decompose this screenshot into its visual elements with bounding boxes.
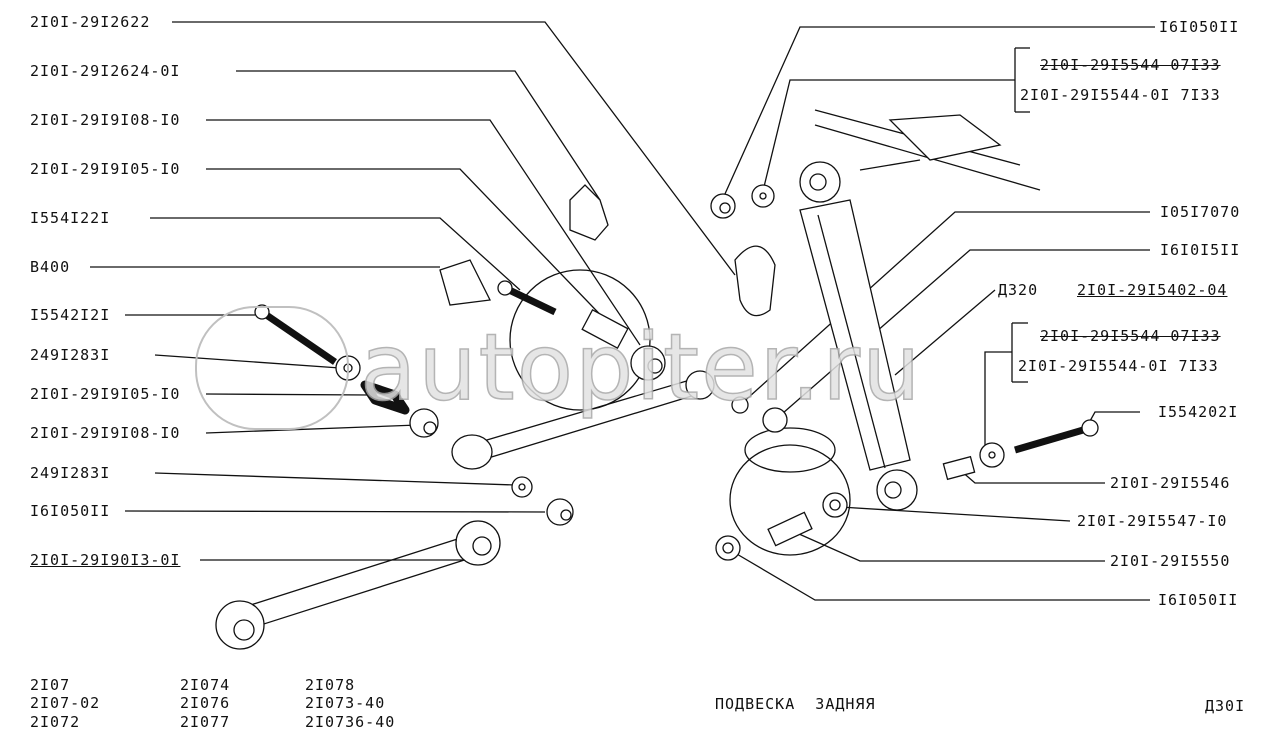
part-label[interactable]: I5542I2I <box>30 306 111 324</box>
part-label-assembly[interactable]: 2I0I-29I5402-04 <box>1077 281 1228 299</box>
watermark-logo <box>195 306 349 430</box>
model-code: 2I076 <box>180 694 231 712</box>
part-label-obsolete[interactable]: 2I0I-29I5544 07I33 <box>1040 56 1221 74</box>
upper-rod <box>451 370 715 470</box>
model-code: 2I07 <box>30 676 71 694</box>
model-code: 2I074 <box>180 676 231 694</box>
page-code: Д30I <box>1205 697 1246 715</box>
model-code: 2I07-02 <box>30 694 101 712</box>
part-label[interactable]: I6I050II <box>1158 591 1239 609</box>
part-label[interactable]: 249I283I <box>30 464 111 482</box>
frame-bracket <box>814 109 1041 191</box>
model-code: 2I078 <box>305 676 356 694</box>
part-label[interactable]: 2I0I-29I5550 <box>1110 552 1231 570</box>
watermark: autopiter.ru <box>359 314 923 421</box>
part-label[interactable]: 2I0I-29I9I05-I0 <box>30 160 181 178</box>
part-label[interactable]: 2I0I-29I5544-0I 7I33 <box>1018 357 1219 375</box>
part-ref-label[interactable]: Д320 <box>998 281 1039 299</box>
part-label-obsolete[interactable]: 2I0I-29I5544 07I33 <box>1040 327 1221 345</box>
model-code: 2I077 <box>180 713 231 731</box>
model-code: 2I073-40 <box>305 694 386 712</box>
part-label[interactable]: 2I0I-29I9I08-I0 <box>30 424 181 442</box>
part-label[interactable]: B400 <box>30 258 71 276</box>
part-label[interactable]: 249I283I <box>30 346 111 364</box>
bump-stops <box>569 184 776 317</box>
part-label[interactable]: 2I0I-29I5544-0I 7I33 <box>1020 86 1221 104</box>
leader-lines-left <box>90 21 736 561</box>
axle-housing <box>439 259 851 556</box>
part-label[interactable]: 2I0I-29I9I08-I0 <box>30 111 181 129</box>
part-label[interactable]: I6I0I5II <box>1160 241 1241 259</box>
part-label[interactable]: 2I0I-29I2624-0I <box>30 62 181 80</box>
leader-lines-right <box>719 26 1155 601</box>
part-label[interactable]: I6I050II <box>1159 18 1240 36</box>
diagram-title: ПОДВЕСКА ЗАДНЯЯ <box>715 695 876 713</box>
bolts-bushings <box>254 184 1099 561</box>
model-code: 2I072 <box>30 713 81 731</box>
part-label[interactable]: 2I0I-29I5547-I0 <box>1077 512 1228 530</box>
part-label[interactable]: I6I050II <box>30 502 111 520</box>
shock-absorber <box>799 161 918 511</box>
part-label[interactable]: I554I22I <box>30 209 111 227</box>
lower-rod <box>215 520 501 650</box>
model-code: 2I0736-40 <box>305 713 396 731</box>
part-label[interactable]: 2I0I-29I2622 <box>30 13 151 31</box>
part-label[interactable]: 2I0I-29I5546 <box>1110 474 1231 492</box>
part-label-assembly[interactable]: 2I0I-29I90I3-0I <box>30 551 181 569</box>
part-label[interactable]: 2I0I-29I9I05-I0 <box>30 385 181 403</box>
part-label[interactable]: I554202I <box>1158 403 1239 421</box>
part-label[interactable]: I05I7070 <box>1160 203 1241 221</box>
